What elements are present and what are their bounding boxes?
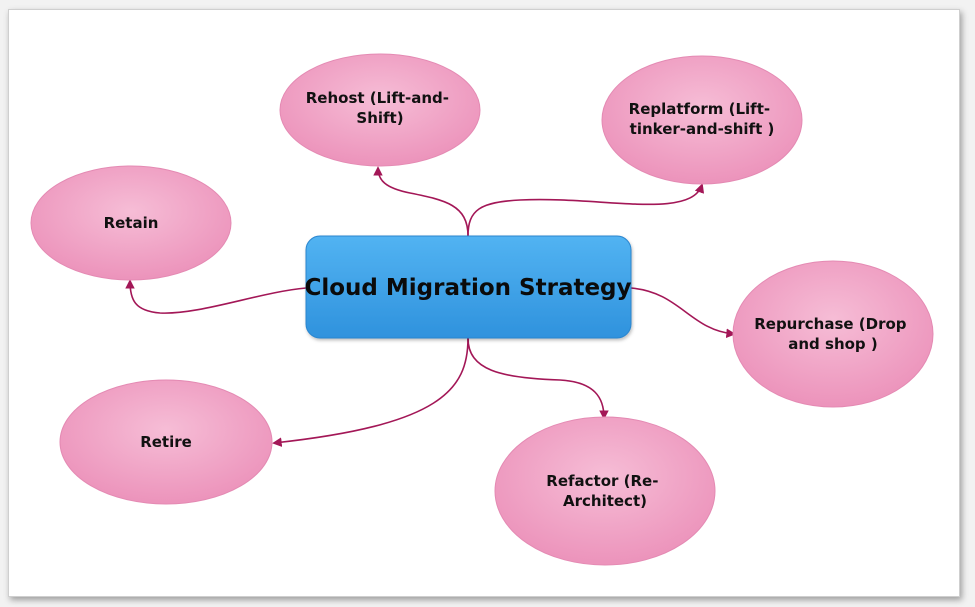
- node-refactor-line1: Refactor (Re-: [546, 472, 658, 490]
- node-retire-shape: [59, 379, 273, 505]
- connector-replatform: [467, 183, 705, 237]
- node-retain[interactable]: Retain: [30, 165, 232, 281]
- central-node-label: Cloud Migration Strategy: [304, 275, 631, 301]
- central-node-shape: [305, 235, 632, 339]
- node-rehost-line2: Shift): [356, 109, 403, 127]
- connector-rehost: [373, 166, 469, 237]
- connector-refactor: [467, 337, 609, 420]
- connector-retain: [125, 279, 307, 314]
- node-refactor-line2: Architect): [563, 492, 647, 510]
- node-replatform-line1: Replatform (Lift-: [629, 100, 770, 118]
- node-replatform[interactable]: Replatform (Lift- tinker-and-shift ): [601, 55, 803, 185]
- node-retain-label: Retain: [104, 214, 159, 232]
- node-rehost-shape: [279, 53, 481, 167]
- node-replatform-line2: tinker-and-shift ): [630, 120, 775, 138]
- svg-text:Refactor (Re- Architect): Refactor (Re- Architect): [546, 472, 663, 510]
- node-refactor-shape: [494, 416, 716, 566]
- node-rehost[interactable]: Rehost (Lift-and- Shift): [279, 53, 481, 167]
- node-retain-shape: [30, 165, 232, 281]
- central-node[interactable]: Cloud Migration Strategy: [304, 235, 632, 339]
- node-repurchase[interactable]: Repurchase (Drop and shop ): [732, 260, 934, 408]
- node-retire[interactable]: Retire: [59, 379, 273, 505]
- node-repurchase-shape: [732, 260, 934, 408]
- connector-retire: [272, 337, 469, 447]
- node-rehost-line1: Rehost (Lift-and-: [306, 89, 449, 107]
- svg-text:Replatform (Lift- tinker: Replatform (Lift- tinker-and-shift ): [629, 100, 776, 138]
- node-retire-label: Retire: [140, 433, 192, 451]
- node-repurchase-line1: Repurchase (Drop: [754, 315, 907, 333]
- svg-text:Rehost (Lift-and- Shift): Rehost (Lift-and- Shift): [306, 89, 455, 127]
- node-replatform-shape: [601, 55, 803, 185]
- svg-text:Repurchase (Drop and sho: Repurchase (Drop and shop ): [754, 315, 912, 353]
- node-refactor[interactable]: Refactor (Re- Architect): [494, 416, 716, 566]
- connector-repurchase: [630, 287, 736, 339]
- node-repurchase-line2: and shop ): [788, 335, 878, 353]
